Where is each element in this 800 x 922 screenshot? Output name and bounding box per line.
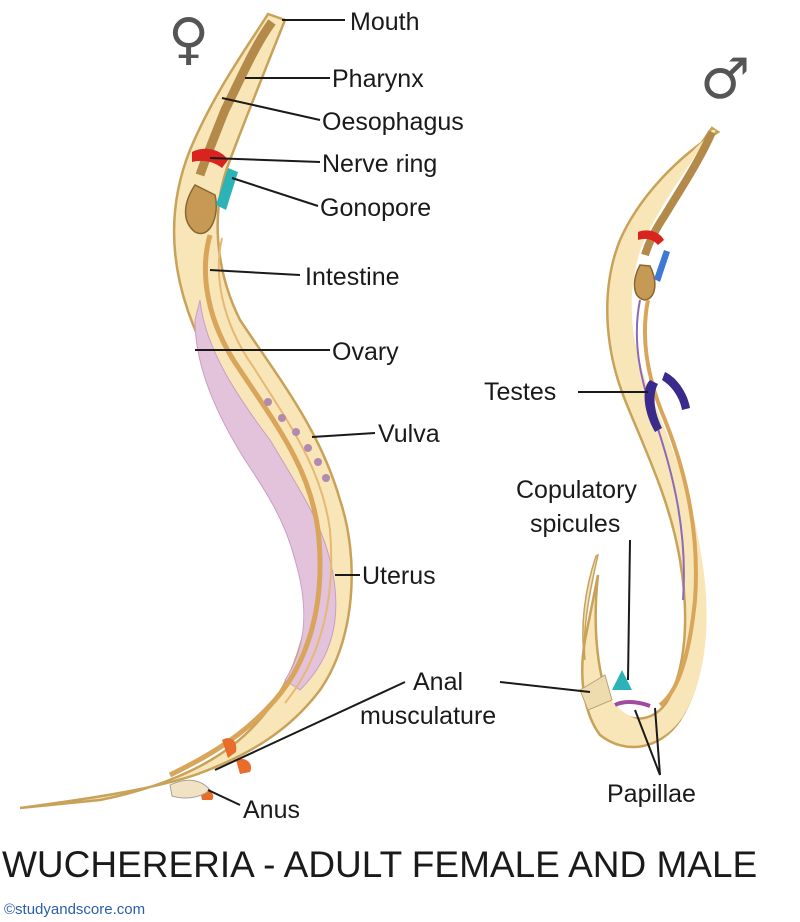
label-uterus: Uterus [362,562,436,590]
label-pharynx: Pharynx [332,65,424,93]
female-worm [19,12,353,810]
label-vulva: Vulva [378,420,440,448]
label-copulatory-line-2: spicules [530,510,620,538]
label-intestine: Intestine [305,263,400,291]
female-ovary-region [194,299,337,691]
leader-lines [195,19,661,806]
male-gonopore [654,250,670,282]
labels: Mouth Pharynx Oesophagus Nerve ring Gono… [243,8,696,824]
female-symbol: ♀ [168,7,209,72]
female-oesophagus-bulb [184,184,217,235]
female-body [19,12,353,810]
male-tail-tip [582,553,600,661]
male-nerve-ring [638,230,664,245]
male-testes [644,380,662,432]
male-oesophagus-bulb [633,264,656,301]
label-copulatory-line-1: Copulatory [516,476,637,504]
female-intestine [168,234,323,778]
male-intestine [642,299,698,707]
label-mouth: Mouth [350,8,419,36]
diagram-title: WUCHERERIA - ADULT FEMALE AND MALE [2,844,757,885]
label-anus: Anus [243,796,300,824]
male-anal-muscle [579,674,613,711]
label-papillae: Papillae [607,780,696,808]
male-testes-2 [662,372,690,410]
male-body-fill-wide [588,130,716,745]
female-intestine-inner [217,237,333,704]
label-oesophagus: Oesophagus [322,108,464,136]
credit-text: ©studyandscore.com [4,901,145,918]
label-gonopore: Gonopore [320,194,431,222]
male-pharynx [641,130,716,257]
label-ovary: Ovary [332,338,399,366]
male-worm [579,126,721,749]
male-spicule [612,670,632,690]
label-anal-line-2: musculature [360,702,496,730]
label-testes: Testes [484,378,556,406]
label-nerve-ring: Nerve ring [322,150,437,178]
female-vulva-dots [264,398,330,482]
male-symbol: ♂ [700,47,750,112]
male-papillae [614,700,651,708]
label-anal-line-1: Anal [413,668,463,696]
